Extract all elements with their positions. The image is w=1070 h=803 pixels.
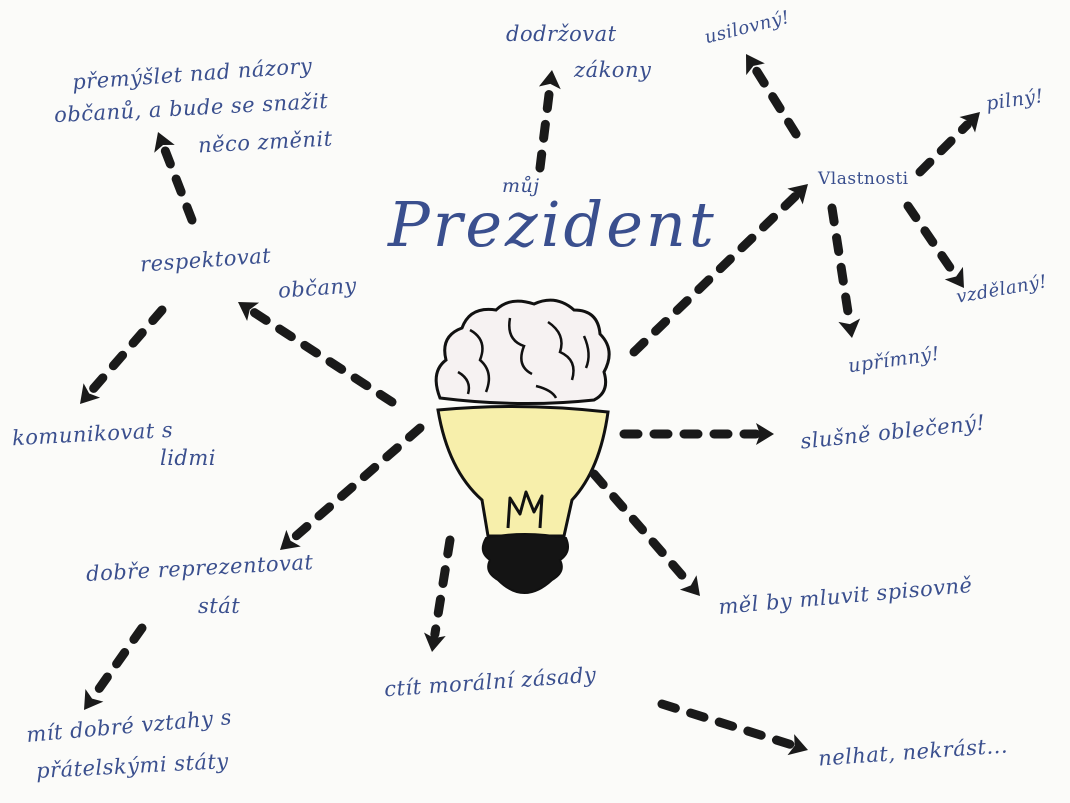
- arrow-to-uprimny-line: [827, 203, 854, 325]
- arrow-to-premyslet-head: [154, 132, 175, 153]
- label-komunikovat-line2: lidmi: [160, 446, 217, 470]
- arrow-to-vztahy-line: [89, 623, 147, 700]
- label-reprezentovat-line2: stát: [198, 594, 241, 618]
- arrow-to-nelhat-head: [787, 734, 808, 756]
- bulb-glass: [436, 404, 610, 538]
- arrow-to-dodrzovat-line: [535, 83, 555, 173]
- arrow-to-vzdelany-head: [944, 266, 964, 288]
- bulb-filament: [506, 490, 544, 529]
- arrow-to-slusne-head: [756, 423, 774, 445]
- arrow-to-mluvit-head: [679, 575, 700, 596]
- arrow-to-nelhat-line: [657, 699, 796, 750]
- arrow-to-reprezentovat-head: [280, 529, 301, 550]
- arrow-to-dodrzovat-head: [538, 70, 561, 90]
- arrow-to-vlastnosti-head: [787, 184, 808, 205]
- arrow-to-zasady-line: [430, 535, 455, 639]
- arrow-to-vzdelany-line: [903, 201, 959, 278]
- label-muj: můj: [502, 175, 540, 197]
- arrow-to-reprezentovat-line: [289, 423, 425, 543]
- label-dodrzovat-line1: dodržovat: [506, 22, 617, 46]
- arrow-to-vlastnosti-line: [629, 192, 800, 357]
- lightbulb-with-brain-icon: [434, 298, 611, 594]
- arrow-to-usilovny-line: [751, 64, 801, 139]
- diagram-title: Prezident: [388, 188, 717, 261]
- arrow-to-pilny-line: [915, 120, 972, 177]
- arrow-to-komunikovat-line: [87, 305, 167, 395]
- label-vlastnosti: Vlastnosti: [818, 169, 909, 189]
- arrow-to-uprimny-head: [838, 318, 861, 338]
- arrow-to-respektovat-head: [238, 302, 260, 322]
- arrow-to-komunikovat-head: [80, 383, 101, 404]
- arrow-to-zasady-head: [423, 632, 446, 652]
- arrow-to-pilny-head: [959, 112, 980, 133]
- bulb-base: [481, 533, 569, 594]
- arrow-to-mluvit-line: [589, 469, 693, 587]
- arrow-to-respektovat-line: [248, 307, 397, 407]
- brain-icon: [434, 298, 611, 406]
- arrow-to-premyslet-line: [159, 144, 197, 225]
- arrow-to-vztahy-head: [84, 688, 104, 710]
- label-dodrzovat-line2: zákony: [574, 58, 652, 82]
- arrow-to-usilovny-head: [746, 54, 765, 76]
- connector-arrows: [80, 54, 980, 756]
